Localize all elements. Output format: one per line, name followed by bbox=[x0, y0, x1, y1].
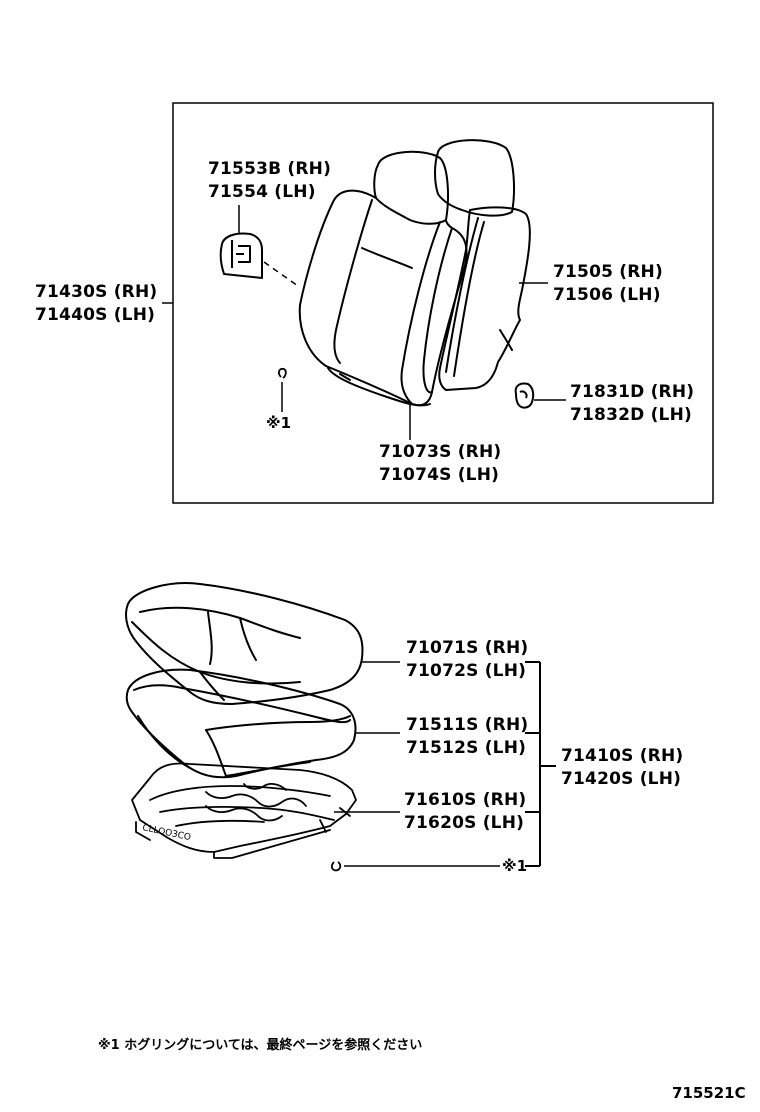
footnote: ※1 ホグリングについては、最終ページを参照ください bbox=[98, 1038, 423, 1053]
part-number-71511s: 71511S (RH) bbox=[406, 715, 529, 735]
label-cushion-assy: 71410S (RH) 71420S (LH) bbox=[561, 745, 683, 791]
label-cushion-pad: 71511S (RH) 71512S (LH) bbox=[406, 714, 528, 760]
label-headrest-support: 71553B (RH) 71554 (LH) bbox=[208, 158, 331, 204]
part-number-71512s: 71512S (LH) bbox=[406, 738, 527, 758]
label-cushion-spring: 71610S (RH) 71620S (LH) bbox=[404, 789, 526, 835]
dashed-line-headrest-support bbox=[263, 261, 299, 287]
part-number-71071s: 71071S (RH) bbox=[406, 638, 529, 658]
part-number-71420s: 71420S (LH) bbox=[561, 769, 682, 789]
part-number-71074s: 71074S (LH) bbox=[379, 465, 500, 485]
label-back-assy: 71430S (RH) 71440S (LH) bbox=[35, 281, 157, 327]
label-cushion-cover: 71071S (RH) 71072S (LH) bbox=[406, 637, 528, 683]
part-number-71505: 71505 (RH) bbox=[553, 262, 663, 282]
drawing-code: 715521C bbox=[672, 1084, 746, 1102]
part-number-71832d: 71832D (LH) bbox=[570, 405, 692, 425]
part-number-71610s: 71610S (RH) bbox=[404, 790, 527, 810]
headrest-support-illustration bbox=[219, 232, 263, 279]
cushion-pad-illustration bbox=[125, 668, 357, 779]
hog-ring-lower-icon bbox=[331, 861, 342, 872]
cushion-assy-bracket bbox=[525, 661, 556, 867]
part-number-71831d: 71831D (RH) bbox=[570, 382, 695, 402]
part-number-71430s: 71430S (RH) bbox=[35, 282, 158, 302]
clip-illustration bbox=[514, 382, 535, 409]
label-back-cover: 71073S (RH) 71074S (LH) bbox=[379, 441, 501, 487]
hog-ring-mark-lower: ※1 bbox=[502, 857, 528, 875]
label-back-board: 71505 (RH) 71506 (LH) bbox=[553, 261, 663, 307]
seatback-board-illustration bbox=[434, 139, 531, 391]
part-number-71073s: 71073S (RH) bbox=[379, 442, 502, 462]
cushion-spring-frame-illustration bbox=[131, 762, 357, 859]
hog-ring-mark-upper: ※1 bbox=[266, 414, 292, 432]
part-number-71553b: 71553B (RH) bbox=[208, 159, 332, 179]
part-number-71554: 71554 (LH) bbox=[208, 182, 316, 202]
part-number-71410s: 71410S (RH) bbox=[561, 746, 684, 766]
hog-ring-upper-icon bbox=[277, 367, 287, 379]
part-number-71506: 71506 (LH) bbox=[553, 285, 661, 305]
part-number-71620s: 71620S (LH) bbox=[404, 813, 525, 833]
part-number-71072s: 71072S (LH) bbox=[406, 661, 527, 681]
part-number-71440s: 71440S (LH) bbox=[35, 305, 156, 325]
label-clip: 71831D (RH) 71832D (LH) bbox=[570, 381, 694, 427]
